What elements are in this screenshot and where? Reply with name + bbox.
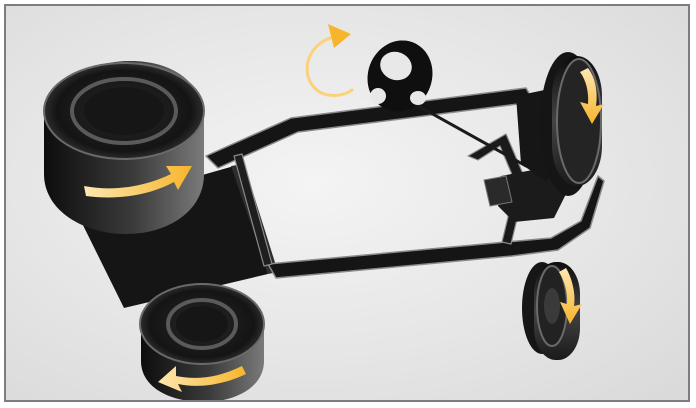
kart-illustration xyxy=(6,6,690,402)
curved-arrow-icon xyxy=(307,24,352,95)
rear-left-tire xyxy=(44,61,204,234)
front-right-tire xyxy=(540,52,602,196)
illustration-frame xyxy=(4,4,690,402)
